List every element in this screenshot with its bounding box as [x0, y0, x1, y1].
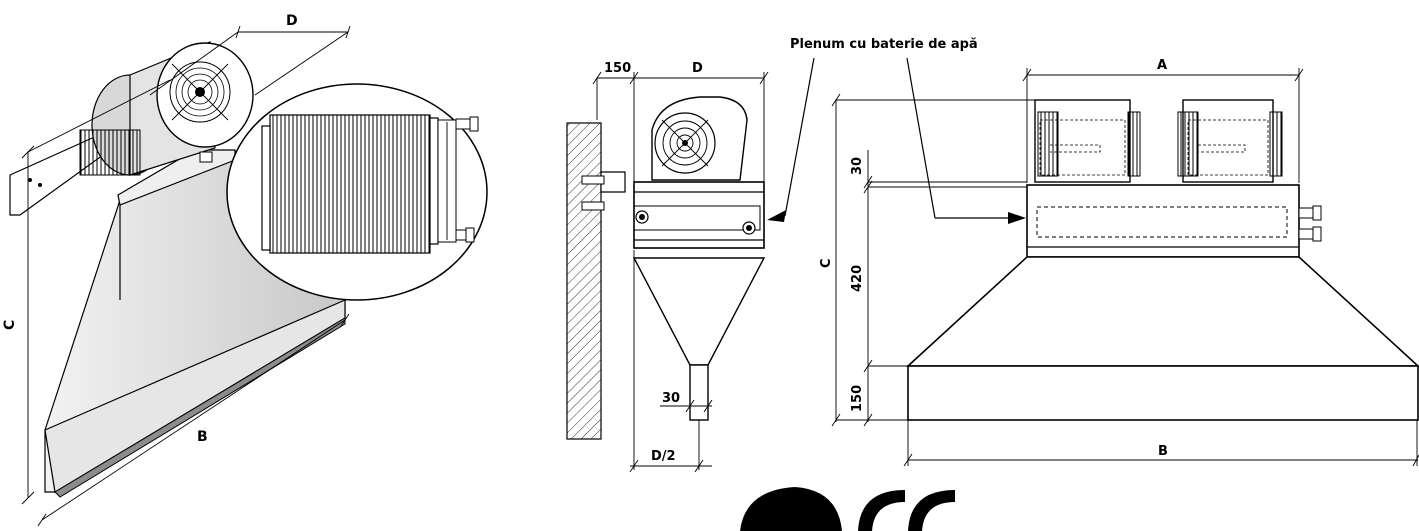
- plenum-callout: Plenum cu baterie de apă: [767, 37, 1026, 224]
- side-dim-d-half: D/2: [651, 449, 676, 464]
- front-fan-2: [1177, 99, 1283, 183]
- iso-hood-bottom-edge: [54, 317, 346, 498]
- front-hood-skirt: [907, 365, 1419, 421]
- iso-dim-d: D: [286, 13, 298, 29]
- front-view: A C 30 420 150 B: [819, 58, 1419, 467]
- iso-dim-b: B: [197, 429, 208, 445]
- side-dim-150: 150: [604, 61, 631, 76]
- front-dim-150: 150: [850, 385, 865, 412]
- front-dim-30: 30: [850, 157, 865, 175]
- side-dim-d: D: [692, 61, 703, 76]
- front-hood-taper: [905, 256, 1419, 367]
- ce-mark-logo: [858, 490, 905, 531]
- side-view: 150 D 30 D/2: [566, 61, 769, 473]
- iso-dim-c: C: [2, 320, 18, 330]
- iso-fan-housing: [156, 42, 254, 148]
- front-dim-420: 420: [850, 265, 865, 292]
- front-dim-b: B: [1158, 444, 1168, 459]
- certification-logos: [740, 487, 955, 531]
- front-dim-c: C: [819, 258, 834, 268]
- quality-mark-logo: [740, 487, 842, 531]
- front-fan-1: [1034, 99, 1141, 183]
- plenum-label: Plenum cu baterie de apă: [790, 37, 978, 52]
- side-dim-30: 30: [662, 391, 680, 406]
- front-dim-a: A: [1157, 58, 1167, 73]
- side-hopper: [632, 257, 766, 366]
- wall-hatched: [566, 122, 602, 440]
- iso-fan-grille: [169, 61, 231, 123]
- water-coil-fins: [269, 114, 431, 254]
- front-plenum: [1026, 184, 1300, 258]
- coil-magnifier: [199, 83, 488, 301]
